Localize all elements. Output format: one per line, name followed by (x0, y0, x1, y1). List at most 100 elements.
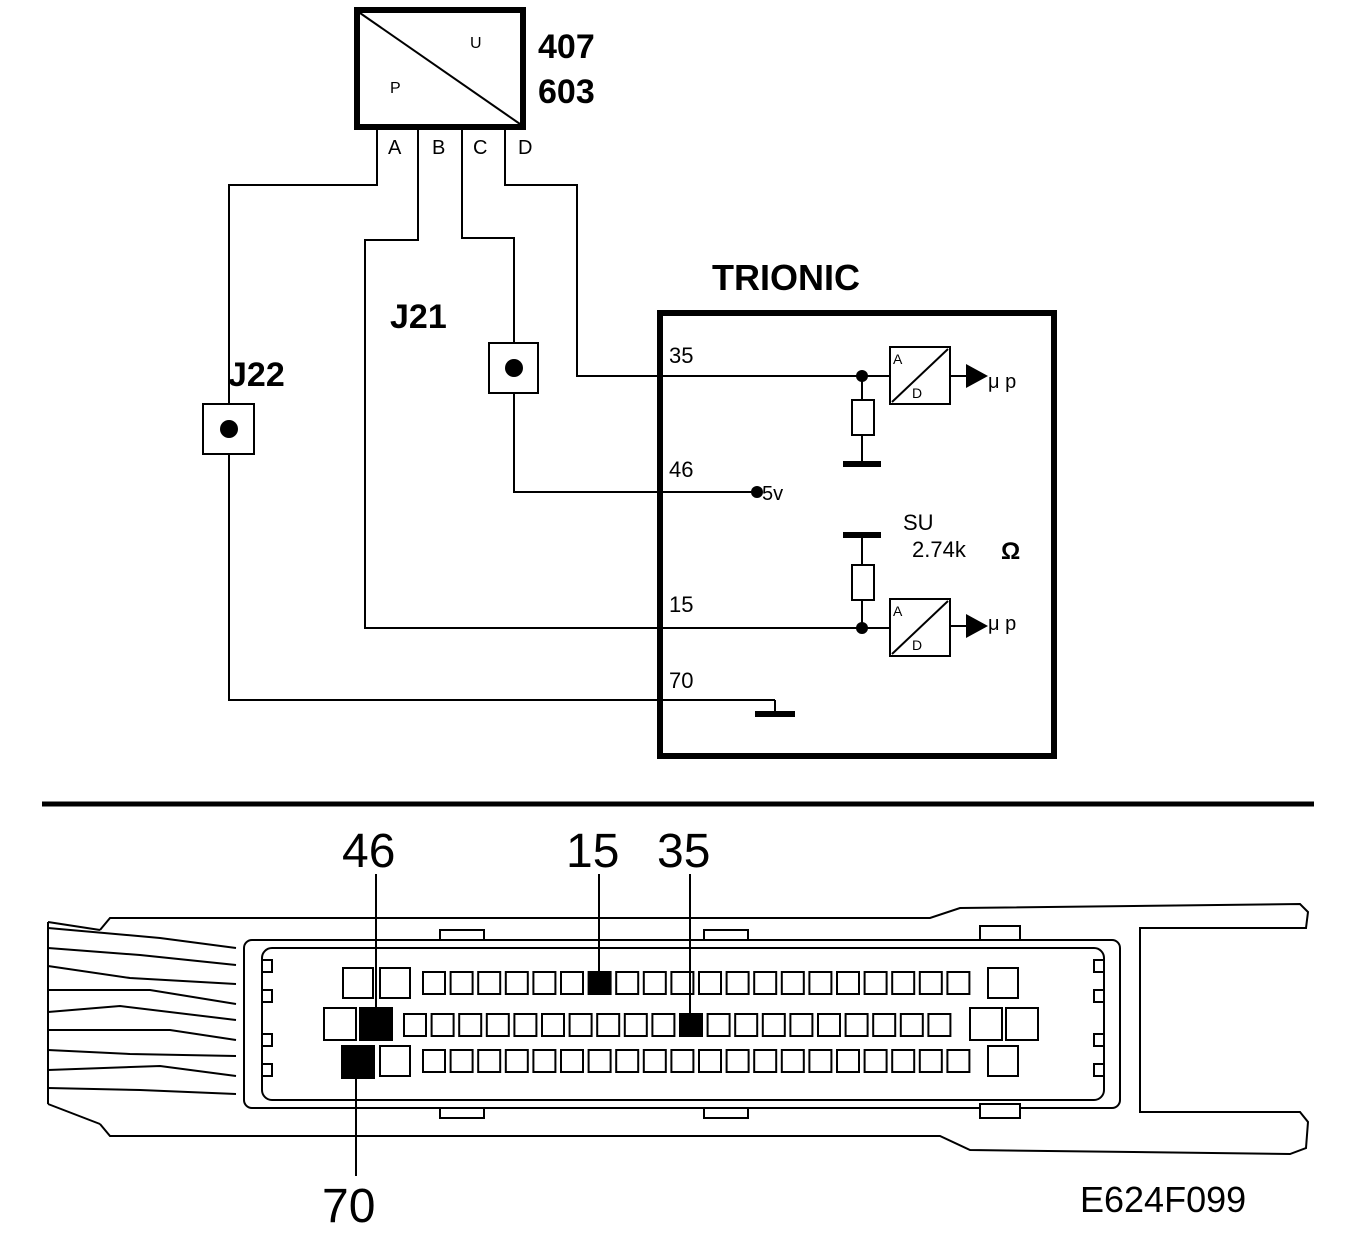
pin-cavity (761, 1013, 786, 1037)
pin-cavity (836, 1049, 860, 1073)
sensor-pin-d: D (518, 137, 532, 159)
adc-upper-d: D (912, 385, 922, 401)
pin-cavity (899, 1013, 924, 1037)
connector-j21-label: J21 (390, 298, 447, 336)
pin-cavity (808, 971, 833, 995)
pin-cavity-large (987, 967, 1019, 999)
ecu-pin-70: 70 (669, 668, 693, 693)
pin-cavity (789, 1013, 814, 1037)
pin-cavity (422, 971, 446, 995)
adc-lower-a: A (893, 603, 903, 619)
pin-cavity (734, 1013, 759, 1037)
supply-5v: 5v (762, 483, 783, 505)
sensor-id-1: 407 (538, 28, 595, 66)
connector-j21: J21 (390, 298, 539, 394)
pin-cavities (323, 967, 1039, 1079)
sensor-pin-b: B (432, 137, 445, 159)
pin-cavity-35 (679, 1013, 703, 1037)
figure-code: E624F099 (1080, 1179, 1246, 1220)
plug-label-15: 15 (566, 825, 619, 878)
pin-cavity (706, 1013, 731, 1037)
pin-cavity (780, 1049, 805, 1073)
resistor-su-value: 2.74k (912, 537, 967, 562)
ecu-plug: 46 15 35 70 (47, 825, 1310, 1233)
pin-cavity (780, 971, 805, 995)
sensor-pin-a: A (388, 137, 402, 159)
pin-cavity (651, 1013, 676, 1037)
sensor-pins: A B C D (388, 137, 532, 159)
pin-cavity (458, 1013, 483, 1037)
pin-cavity (615, 1049, 640, 1073)
pin-cavity (642, 1049, 667, 1073)
pin-cavity (615, 971, 640, 995)
ecu-pin-46: 46 (669, 457, 693, 482)
pin-cavity-large (379, 1045, 411, 1077)
pin-cavity-large (342, 967, 374, 999)
pin-cavity (513, 1013, 538, 1037)
sensor-id-2: 603 (538, 73, 595, 111)
trionic-ecu: TRIONIC 35 46 15 70 A D μ p 5v SU 2.74k … (657, 257, 1057, 759)
pin-cavity-large (987, 1045, 1019, 1077)
pin-cavity (670, 971, 695, 995)
pin-cavity (836, 971, 860, 995)
pin-cavity (863, 1049, 888, 1073)
pin-cavity (698, 971, 722, 995)
pin-cavity (946, 1049, 971, 1073)
adc-upper-a: A (893, 351, 903, 367)
pin-cavity (817, 1013, 841, 1037)
ohm-symbol: Ω (1001, 538, 1020, 565)
micro-lower: μ p (988, 613, 1016, 635)
pin-cavity (504, 1049, 529, 1073)
pin-cavity (449, 971, 474, 995)
pin-cavity (560, 1049, 584, 1073)
pin-cavity (946, 971, 971, 995)
pin-cavity (891, 971, 916, 995)
adc-lower-d: D (912, 637, 922, 653)
pin-cavity-large (1005, 1007, 1039, 1041)
pin-cavity (808, 1049, 833, 1073)
pin-cavity (863, 971, 888, 995)
ecu-pin-15: 15 (669, 592, 693, 617)
sensor-label-p: P (390, 80, 401, 97)
pin-cavity (642, 971, 667, 995)
pin-cavity (596, 1013, 621, 1037)
pressure-sensor: U P 407 603 (354, 7, 595, 130)
pin-cavity (430, 1013, 455, 1037)
plug-label-46: 46 (342, 825, 395, 878)
connector-j22: J22 (202, 356, 285, 455)
sensor-label-u: U (470, 35, 482, 52)
pin-cavity (918, 1049, 943, 1073)
pin-cavity-large (969, 1007, 1003, 1041)
plug-label-70: 70 (322, 1180, 375, 1233)
pin-cavity (872, 1013, 897, 1037)
pin-cavity (698, 1049, 722, 1073)
pin-cavity (504, 971, 529, 995)
pin-cavity (918, 971, 943, 995)
pin-cavity (891, 1049, 916, 1073)
pin-cavity (844, 1013, 869, 1037)
pin-cavity (587, 1049, 612, 1073)
pin-cavity-70 (341, 1045, 375, 1079)
pin-cavity (560, 971, 584, 995)
plug-label-35: 35 (657, 825, 710, 878)
wire-bundle (47, 922, 237, 1104)
pin-cavity (532, 1049, 557, 1073)
pin-cavity-large (323, 1007, 357, 1041)
pin-cavity (927, 1013, 952, 1037)
sensor-pin-c: C (473, 137, 487, 159)
pin-cavity (623, 1013, 648, 1037)
wires (228, 127, 660, 701)
pin-cavity (725, 1049, 750, 1073)
ecu-pin-35: 35 (669, 343, 693, 368)
pin-cavity (753, 971, 778, 995)
pin-cavity-15 (587, 971, 612, 995)
pin-cavity (485, 1013, 510, 1037)
pin-cavity (670, 1049, 695, 1073)
ecu-title: TRIONIC (712, 257, 860, 298)
pin-cavity (477, 971, 502, 995)
pin-cavity (541, 1013, 565, 1037)
pin-cavity (568, 1013, 593, 1037)
pin-cavity (725, 971, 750, 995)
pin-cavity (753, 1049, 778, 1073)
